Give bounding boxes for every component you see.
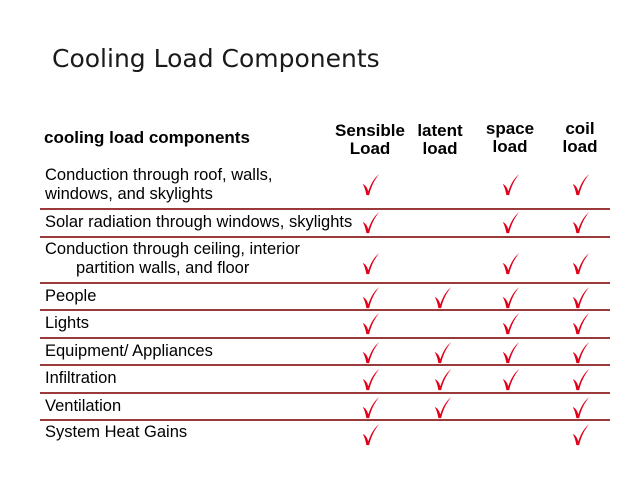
row-divider [40,282,610,284]
check-icon-coil [570,367,592,393]
check-icon-latent [432,367,454,393]
check-icon-sensible [360,367,382,393]
row-divider [40,364,610,366]
check-icon-coil [570,311,592,337]
row-label-ventilation: Ventilation [45,397,122,415]
check-icon-coil [570,172,592,198]
check-icon-space [500,367,522,393]
check-icon-sensible [360,251,382,277]
row-divider [40,337,610,339]
check-icon-coil [570,395,592,421]
check-icon-sensible [360,285,382,311]
row-label-lights: Lights [45,314,90,332]
check-icon-sensible [360,422,382,448]
check-icon-coil [570,210,592,236]
check-icon-space [500,340,522,366]
row-label-solar-radiation: Solar radiation through windows, skyligh… [45,213,353,231]
header-coil-load: coil load [562,119,598,156]
row-divider [40,208,610,210]
check-icon-space [500,285,522,311]
header-sensible-load: Sensible Load [335,121,405,158]
check-icon-space [500,172,522,198]
row-label-roof-conduction: Conduction through roof, walls, windows,… [45,166,273,203]
check-icon-coil [570,285,592,311]
row-divider [40,236,610,238]
check-icon-coil [570,422,592,448]
header-cooling-load-components: cooling load components [44,128,250,147]
row-label-infiltration: Infiltration [45,369,117,387]
check-icon-sensible [360,311,382,337]
header-space-load: space load [485,119,535,156]
check-icon-space [500,311,522,337]
check-icon-coil [570,340,592,366]
check-icon-latent [432,395,454,421]
check-icon-coil [570,251,592,277]
check-icon-sensible [360,172,382,198]
header-latent-load: latent load [417,121,463,158]
row-label-equipment: Equipment/ Appliances [45,342,213,360]
check-icon-space [500,251,522,277]
check-icon-latent [432,340,454,366]
row-divider [40,392,610,394]
row-label-system-heat-gains: System Heat Gains [45,423,188,441]
check-icon-sensible [360,210,382,236]
slide-title: Cooling Load Components [52,44,380,73]
row-divider [40,309,610,311]
check-icon-sensible [360,340,382,366]
row-divider [40,419,610,421]
row-label-people: People [45,287,97,305]
check-icon-space [500,210,522,236]
check-icon-latent [432,285,454,311]
check-icon-sensible [360,395,382,421]
row-label-ceiling-conduction: Conduction through ceiling, interior par… [45,240,300,277]
